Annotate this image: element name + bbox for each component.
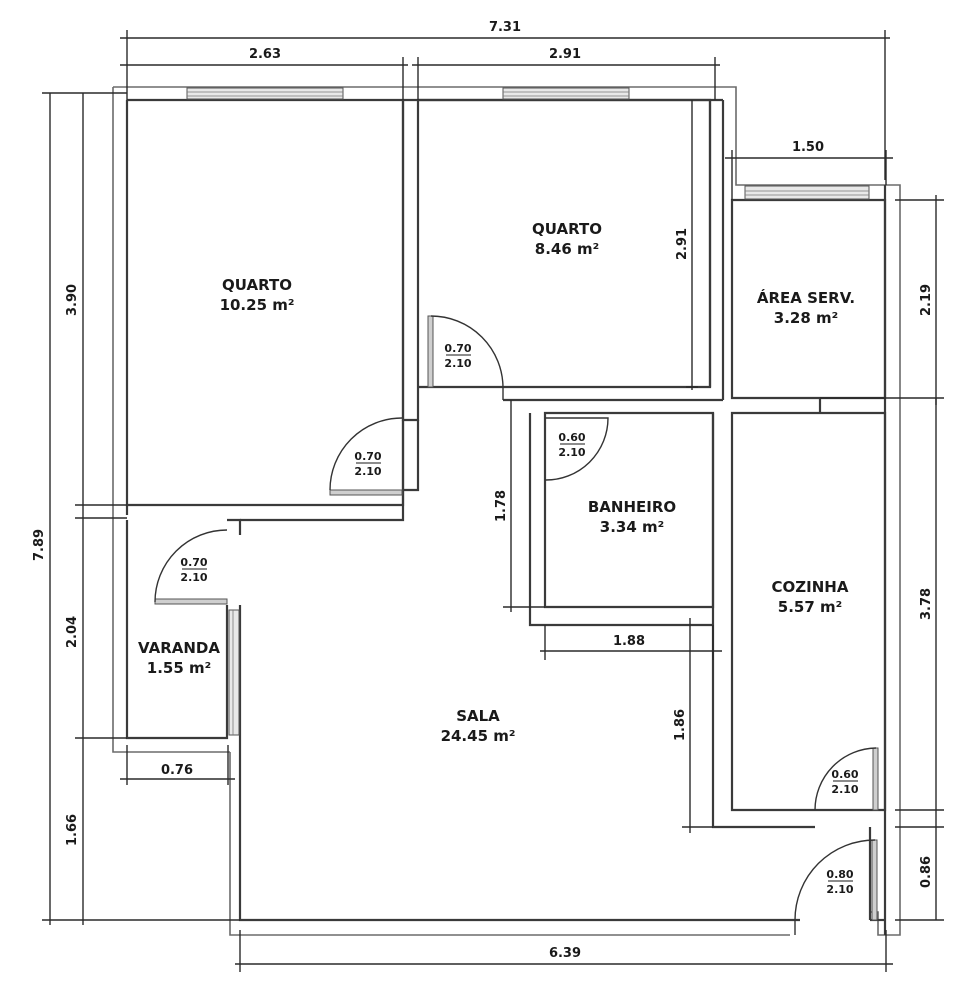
door-banheiro[interactable]: 0.60 2.10 [544, 417, 609, 481]
room-sala-name: SALA [456, 707, 500, 725]
door-entrada-height: 2.10 [826, 883, 853, 896]
dim-top-quarto1: 2.63 [249, 47, 281, 62]
door-varanda[interactable]: 0.70 2.10 [154, 529, 228, 605]
dimension-lines: 7.31 2.63 2.91 1.50 7.89 3.90 2.04 1.66 … [32, 20, 944, 972]
room-quarto2-name: QUARTO [532, 220, 602, 238]
room-area-serv: ÁREA SERV. 3.28 m² [757, 288, 855, 327]
dim-bottom-total: 6.39 [549, 946, 581, 961]
room-quarto2-area: 8.46 m² [535, 240, 599, 258]
dim-left-total: 7.89 [32, 529, 47, 561]
room-varanda-area: 1.55 m² [147, 659, 211, 677]
room-sala-area: 24.45 m² [441, 727, 516, 745]
dim-varanda-width: 0.76 [161, 763, 193, 778]
dim-top-total: 7.31 [489, 20, 521, 35]
dim-cozinha-height: 3.78 [919, 588, 934, 620]
door-banheiro-width: 0.60 [558, 431, 585, 444]
room-cozinha-name: COZINHA [772, 578, 849, 596]
door-cozinha-height: 2.10 [831, 783, 858, 796]
door-quarto1[interactable]: 0.70 2.10 [329, 417, 403, 496]
room-area-serv-area: 3.28 m² [774, 309, 838, 327]
room-quarto2: QUARTO 8.46 m² [532, 220, 602, 258]
door-entrada[interactable]: 0.80 2.10 [794, 839, 878, 935]
door-banheiro-height: 2.10 [558, 446, 585, 459]
window-quarto2 [502, 87, 630, 100]
door-quarto2-width: 0.70 [444, 342, 471, 355]
window-quarto1 [186, 87, 344, 100]
room-quarto1: QUARTO 10.25 m² [220, 276, 295, 314]
room-quarto1-area: 10.25 m² [220, 296, 295, 314]
dim-top-quarto2: 2.91 [549, 47, 581, 62]
dim-area-serv-width: 1.50 [792, 140, 824, 155]
room-quarto1-name: QUARTO [222, 276, 292, 294]
door-entrada-width: 0.80 [826, 868, 853, 881]
door-quarto2-height: 2.10 [444, 357, 471, 370]
windows [186, 87, 870, 736]
door-quarto2[interactable]: 0.70 2.10 [427, 315, 504, 400]
room-varanda: VARANDA 1.55 m² [138, 639, 220, 677]
dim-sala-offset: 1.86 [673, 709, 688, 741]
door-quarto1-width: 0.70 [354, 450, 381, 463]
door-cozinha-width: 0.60 [831, 768, 858, 781]
room-banheiro-area: 3.34 m² [600, 518, 664, 536]
room-banheiro-name: BANHEIRO [588, 498, 676, 516]
dim-quarto2-height: 2.91 [675, 228, 690, 260]
room-cozinha: COZINHA 5.57 m² [772, 578, 849, 616]
room-banheiro: BANHEIRO 3.34 m² [588, 498, 676, 536]
doors: 0.70 2.10 0.70 2.10 0.60 2.10 0.70 2.10 [154, 315, 879, 935]
door-quarto1-height: 2.10 [354, 465, 381, 478]
door-varanda-width: 0.70 [180, 556, 207, 569]
room-labels: QUARTO 10.25 m² QUARTO 8.46 m² ÁREA SERV… [138, 220, 855, 745]
door-cozinha[interactable]: 0.60 2.10 [814, 747, 879, 811]
dim-area-serv-height: 2.19 [919, 284, 934, 316]
window-area-serv [744, 185, 870, 200]
dim-banheiro-width: 1.88 [613, 634, 645, 649]
dim-left-quarto: 3.90 [65, 284, 80, 316]
room-varanda-name: VARANDA [138, 639, 220, 657]
door-varanda-height: 2.10 [180, 571, 207, 584]
dim-entrance-height: 0.86 [919, 856, 934, 888]
room-cozinha-area: 5.57 m² [778, 598, 842, 616]
room-area-serv-name: ÁREA SERV. [757, 288, 855, 307]
window-varanda [228, 609, 240, 736]
room-sala: SALA 24.45 m² [441, 707, 516, 745]
dim-left-bottom: 1.66 [65, 814, 80, 846]
dim-banheiro-height: 1.78 [494, 490, 509, 522]
dim-left-varanda: 2.04 [65, 616, 80, 648]
